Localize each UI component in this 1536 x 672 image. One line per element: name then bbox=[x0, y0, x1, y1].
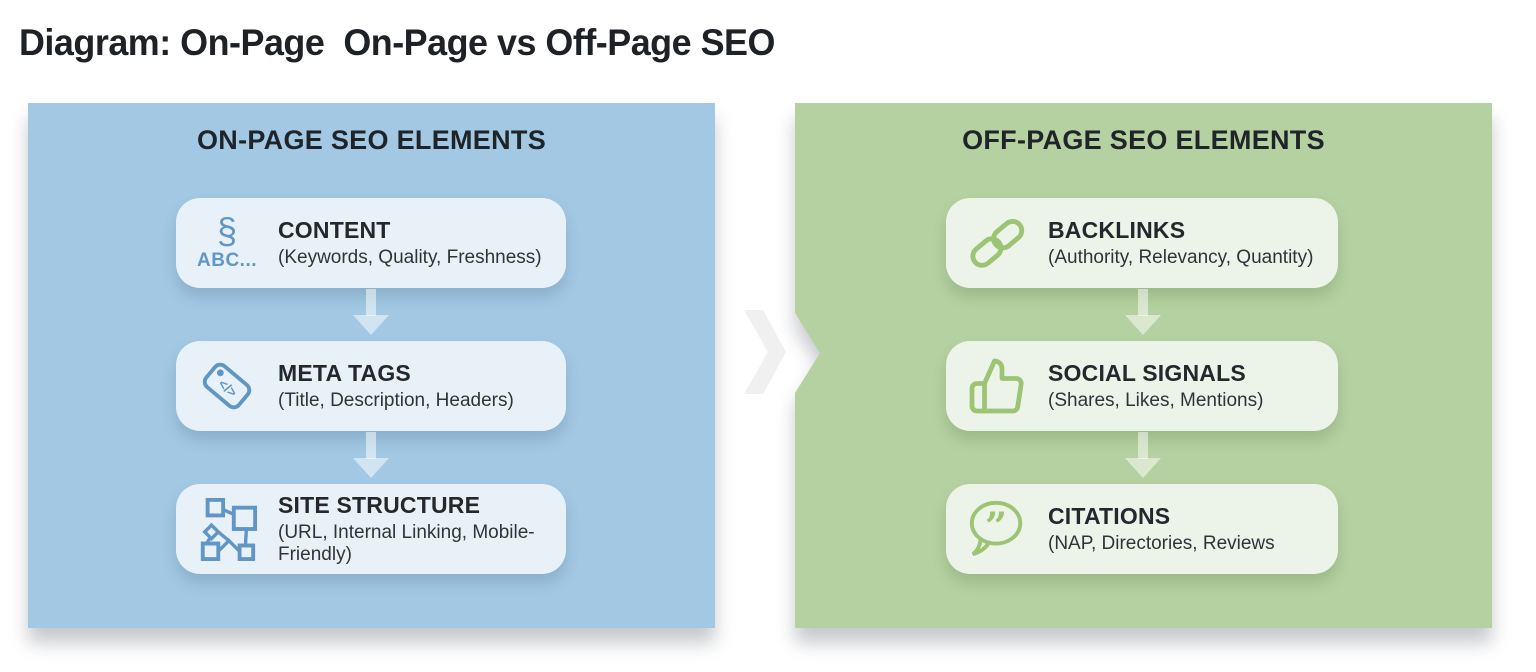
off-page-header: OFF-PAGE SEO ELEMENTS bbox=[962, 125, 1325, 155]
thumbs-up-icon bbox=[946, 356, 1048, 416]
card-title: BACKLINKS bbox=[1048, 217, 1186, 244]
on-page-header: ON-PAGE SEO ELEMENTS bbox=[196, 125, 547, 155]
code-tag-icon: </> bbox=[176, 355, 278, 417]
citations-card: ” CITATIONS (NAP, Directories, Reviews bbox=[946, 484, 1338, 574]
site-structure-card: SITE STRUCTURE (URL, Internal Linking, M… bbox=[176, 484, 566, 574]
backlinks-card: BACKLINKS (Authority, Relevancy, Quantit… bbox=[946, 198, 1338, 288]
spellcheck-abc-icon: § ABC... bbox=[176, 209, 278, 272]
meta-tags-card: </> META TAGS (Title, Description, Heade… bbox=[176, 341, 566, 431]
sitemap-icon bbox=[176, 496, 278, 562]
card-subtitle: (Shares, Likes, Mentions) bbox=[1048, 389, 1264, 411]
double-chevron-right-icon bbox=[744, 310, 786, 394]
card-title: CONTENT bbox=[278, 217, 391, 244]
card-subtitle: (Title, Description, Headers) bbox=[278, 389, 514, 411]
card-title: SOCIAL SIGNALS bbox=[1048, 360, 1246, 387]
card-subtitle: (NAP, Directories, Reviews bbox=[1048, 532, 1275, 554]
page-title: Diagram: On-Page On-Page vs Off-Page SEO bbox=[19, 22, 775, 63]
down-arrow-icon bbox=[1125, 432, 1161, 478]
quote-bubble-icon: ” bbox=[946, 498, 1048, 560]
down-arrow-icon bbox=[1125, 289, 1161, 335]
card-title: CITATIONS bbox=[1048, 503, 1171, 530]
abc-text: ABC... bbox=[197, 250, 257, 272]
down-arrow-icon bbox=[353, 289, 389, 335]
section-sign-glyph: § bbox=[216, 209, 238, 251]
chain-link-icon bbox=[946, 212, 1048, 274]
card-subtitle: (Keywords, Quality, Freshness) bbox=[278, 246, 542, 268]
card-subtitle: (Authority, Relevancy, Quantity) bbox=[1048, 246, 1314, 268]
down-arrow-icon bbox=[353, 432, 389, 478]
card-title: META TAGS bbox=[278, 360, 411, 387]
off-page-panel: OFF-PAGE SEO ELEMENTS BACKLINKS (Authori… bbox=[795, 103, 1492, 628]
social-signals-card: SOCIAL SIGNALS (Shares, Likes, Mentions) bbox=[946, 341, 1338, 431]
card-subtitle: (URL, Internal Linking, Mobile-Friendly) bbox=[278, 521, 535, 565]
quote-glyph: ” bbox=[985, 505, 1007, 550]
on-page-panel: ON-PAGE SEO ELEMENTS § ABC... CONTENT (K… bbox=[28, 103, 715, 628]
on-page-panel-wrap: ON-PAGE SEO ELEMENTS § ABC... CONTENT (K… bbox=[28, 103, 715, 628]
card-title: SITE STRUCTURE bbox=[278, 492, 481, 519]
content-card: § ABC... CONTENT (Keywords, Quality, Fre… bbox=[176, 198, 566, 288]
off-page-panel-wrap: OFF-PAGE SEO ELEMENTS BACKLINKS (Authori… bbox=[795, 103, 1492, 628]
